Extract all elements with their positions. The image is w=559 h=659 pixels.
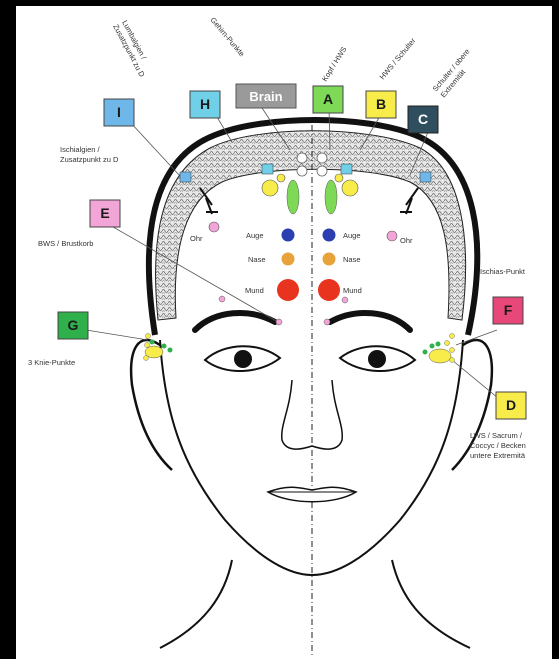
- label-nase-left: Nase: [248, 255, 266, 264]
- b-point-left: [262, 180, 278, 196]
- svg-text:H: H: [200, 96, 210, 112]
- ohr-point-left: [209, 222, 219, 232]
- zone-box-f: F: [493, 297, 523, 324]
- label-auge-left: Auge: [246, 231, 264, 240]
- left-ear: [131, 340, 172, 470]
- label-auge-right: Auge: [343, 231, 361, 240]
- e-point-left-2: [276, 319, 282, 325]
- hair-band: [156, 131, 466, 320]
- zone-box-i: I: [104, 99, 134, 126]
- d-point-right: [429, 349, 451, 363]
- svg-text:F: F: [504, 302, 513, 318]
- zone-box-d: D: [496, 392, 526, 419]
- svg-text:E: E: [100, 205, 109, 221]
- mouth: [268, 487, 356, 502]
- mund-point-right: [318, 279, 340, 301]
- i-point: [180, 172, 191, 182]
- auge-point-right: [323, 229, 336, 242]
- label-ischias: Ischias-Punkt: [480, 267, 526, 276]
- label-ohr-right: Ohr: [400, 236, 413, 245]
- right-pupil: [368, 350, 386, 368]
- label-lws-3: untere Extremitä: [470, 451, 526, 460]
- label-hws: HWS / Schulter: [378, 36, 418, 81]
- zone-box-b: B: [366, 91, 396, 118]
- svg-text:C: C: [418, 111, 428, 127]
- label-gehirn: Gehirn-Punkte: [208, 16, 246, 59]
- e-point-left-1: [219, 296, 225, 302]
- ohr-glyph-left: [200, 188, 218, 214]
- b-point-right: [342, 180, 358, 196]
- e-point-right-2: [324, 319, 330, 325]
- label-ohr-left: Ohr: [190, 234, 203, 243]
- svg-text:I: I: [117, 104, 121, 120]
- zone-box-e: E: [90, 200, 120, 227]
- svg-text:Brain: Brain: [249, 89, 282, 104]
- a-point-right: [325, 180, 337, 214]
- zone-box-brain: Brain: [236, 84, 296, 108]
- label-lws-2: Coccyc / Becken: [470, 441, 526, 450]
- label-knie: 3 Knie-Punkte: [28, 358, 75, 367]
- zone-box-h: H: [190, 91, 220, 118]
- zone-box-c: C: [408, 106, 438, 133]
- left-eyebrow: [195, 313, 275, 330]
- left-pupil: [234, 350, 252, 368]
- label-mund-left: Mund: [245, 286, 264, 295]
- label-ischialgien-1: Ischialgien /: [60, 145, 101, 154]
- label-bws: BWS / Brustkorb: [38, 239, 93, 248]
- neck: [160, 560, 232, 648]
- label-ischialgien-2: Zusatzpunkt zu D: [60, 155, 119, 164]
- h-point-right: [341, 164, 352, 174]
- nase-point-right: [323, 253, 336, 266]
- b-small-left: [277, 174, 285, 182]
- label-kopf: Kopf / HWS: [320, 45, 348, 83]
- label-nase-right: Nase: [343, 255, 361, 264]
- label-mund-right: Mund: [343, 286, 362, 295]
- svg-text:B: B: [376, 96, 386, 112]
- h-point: [262, 164, 273, 174]
- e-point-right-1: [342, 297, 348, 303]
- zone-box-g: G: [58, 312, 88, 339]
- label-lws-1: LWS / Sacrum /: [470, 431, 523, 440]
- ohr-point-right: [387, 231, 397, 241]
- zone-box-a: A: [313, 86, 343, 113]
- auge-point-left: [282, 229, 295, 242]
- c-point: [420, 172, 431, 182]
- neck-right: [392, 560, 470, 648]
- right-eyebrow: [330, 313, 410, 330]
- b-small-right: [335, 174, 343, 182]
- svg-text:D: D: [506, 397, 516, 413]
- ohr-glyph-right: [400, 188, 418, 214]
- svg-text:G: G: [68, 317, 79, 333]
- mund-point-left: [277, 279, 299, 301]
- a-point-left: [287, 180, 299, 214]
- svg-text:A: A: [323, 91, 333, 107]
- nase-point-left: [282, 253, 295, 266]
